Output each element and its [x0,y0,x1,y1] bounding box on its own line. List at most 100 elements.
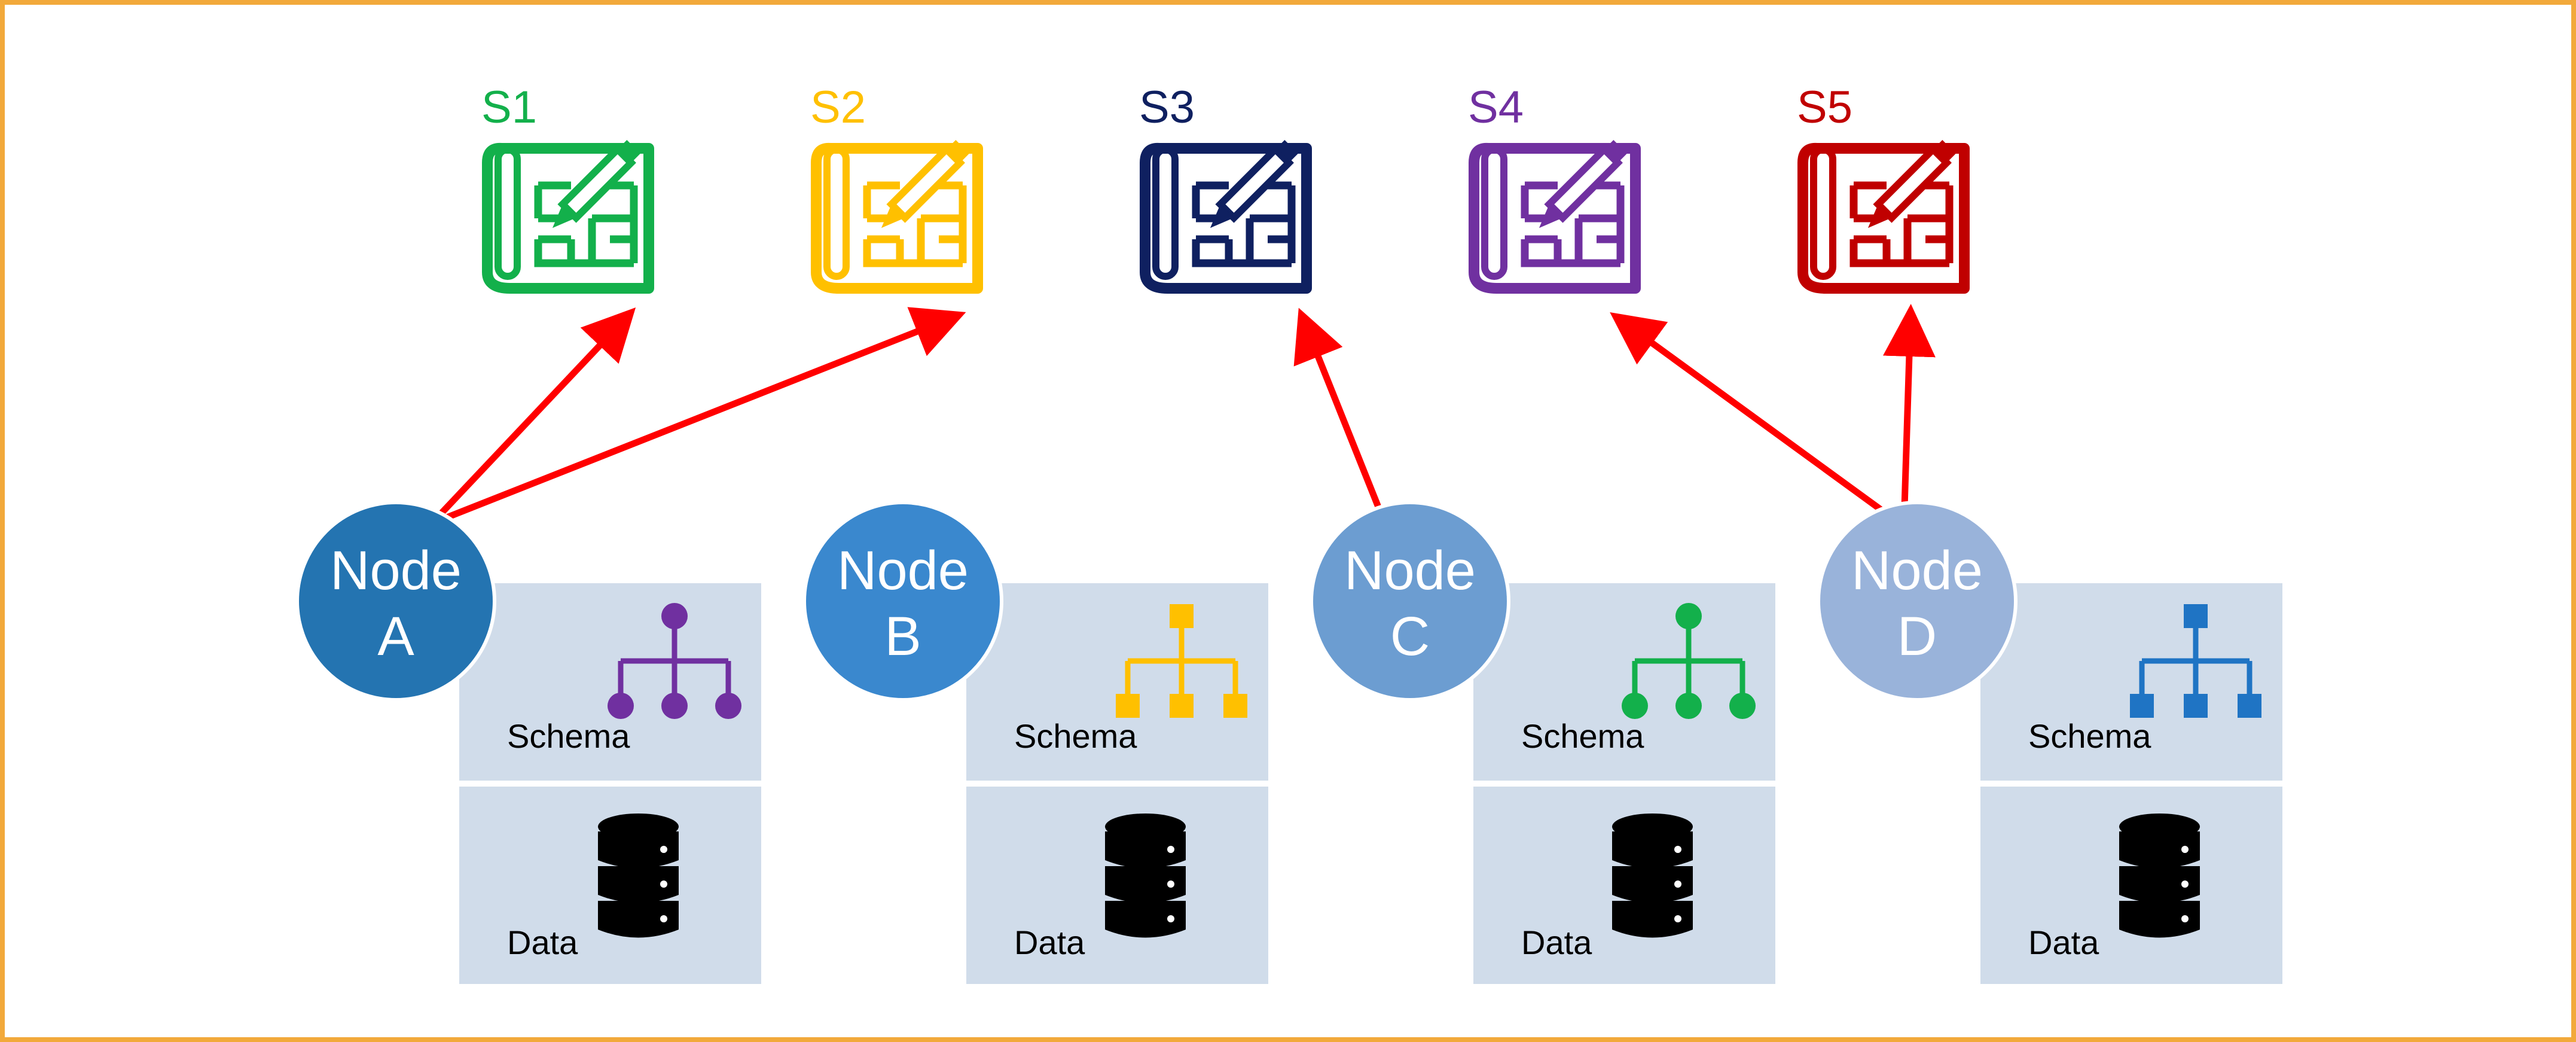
schema-label: Schema [1521,717,1644,755]
pencil-tip [552,204,576,228]
hierarchy-icon [1622,603,1756,719]
pencil-body [557,144,636,223]
pencil-icon [1539,139,1628,228]
pencil-body [886,144,965,223]
schema-panel [459,583,761,781]
db-segment [1612,831,1693,869]
data-label: Data [507,924,578,961]
connection-arrow [430,307,966,527]
db-indicator [660,880,667,888]
db-segment [2119,901,2200,938]
scroll-roll [495,146,521,280]
db-indicator [1674,915,1681,922]
pencil-icon [1867,139,1957,228]
db-segment [2119,866,2200,903]
pencil-body [1873,144,1952,223]
node-letter: C [1390,606,1430,667]
pencil-body [1215,144,1294,223]
blueprint-plan-icon: S1 [481,82,654,294]
tree-leaf [661,693,688,719]
database-icon [1105,814,1186,938]
tree-leaf [1675,693,1702,719]
data-label: Data [1014,924,1085,961]
node-letter: B [884,606,921,667]
blueprint-plan-icon: S3 [1139,82,1312,294]
pencil-icon [552,139,641,228]
scroll-outline [482,142,654,294]
db-indicator [1167,880,1174,888]
pencil-tip [1539,204,1563,228]
database-icon [598,814,679,938]
scroll-roll [1481,146,1507,280]
connection-arrow [1610,312,1906,529]
pencil-eraser [948,139,970,162]
node-circle [802,501,1003,702]
plan-label: S1 [481,82,537,133]
db-segment [1105,866,1186,903]
schema-label: Schema [2028,717,2151,755]
scroll-outline [811,142,983,294]
node-circle [295,501,496,702]
db-top [1612,814,1693,840]
data-label: Data [2028,924,2099,961]
tree-branches [2139,616,2253,706]
db-segment [598,901,679,938]
pencil-eraser [1606,139,1628,162]
plan-label: S4 [1468,82,1524,133]
db-top [598,814,679,840]
tree-leaf [715,693,741,719]
pencil-tip [1867,204,1892,228]
node-circle [1310,501,1510,702]
scroll-outline [1797,142,1970,294]
pencil-tip [881,204,905,228]
connection-arrow [1882,304,1936,527]
database-icon [1612,814,1693,938]
database-icon [2119,814,2200,938]
pencil-icon [1210,139,1299,228]
db-indicator [1167,846,1174,853]
node-name: Node [1851,540,1983,601]
plan-label: S5 [1797,82,1852,133]
tree-leaf [1729,693,1756,719]
hierarchy-icon [2130,604,2261,718]
tree-branches [1125,616,1238,706]
schema-label: Schema [1014,717,1137,755]
db-indicator [660,915,667,922]
db-indicator [1674,880,1681,888]
tree-leaf [2184,694,2208,718]
hierarchy-icon [1116,604,1247,718]
scroll-roll [823,146,850,280]
blueprint-plan-icon: S2 [810,82,983,294]
schema-label: Schema [507,717,630,755]
pencil-eraser [1934,139,1957,162]
scroll-outline [1140,142,1312,294]
blueprint-plan-icon: S4 [1468,82,1641,294]
node-letter: D [1897,606,1937,667]
pencil-body [1544,144,1623,223]
schema-panel [966,583,1268,781]
tree-leaf [1622,693,1648,719]
scroll-roll [1810,146,1836,280]
db-indicator [2181,846,2189,853]
pencil-icon [881,139,970,228]
db-indicator [1167,915,1174,922]
db-indicator [2181,880,2189,888]
schema-panel [1980,583,2282,781]
db-segment [2119,831,2200,869]
node-name: Node [1344,540,1476,601]
tree-leaf [2238,694,2261,718]
schema-panel [1473,583,1775,781]
db-segment [1105,901,1186,938]
scroll-roll [1152,146,1179,280]
node-letter: A [377,606,414,667]
db-segment [598,866,679,903]
tree-leaf [1170,694,1194,718]
db-segment [598,831,679,869]
pencil-eraser [1277,139,1299,162]
connection-arrow [1293,307,1390,528]
db-segment [1612,901,1693,938]
hierarchy-icon [608,603,741,719]
plan-label: S2 [810,82,866,133]
db-top [2119,814,2200,840]
